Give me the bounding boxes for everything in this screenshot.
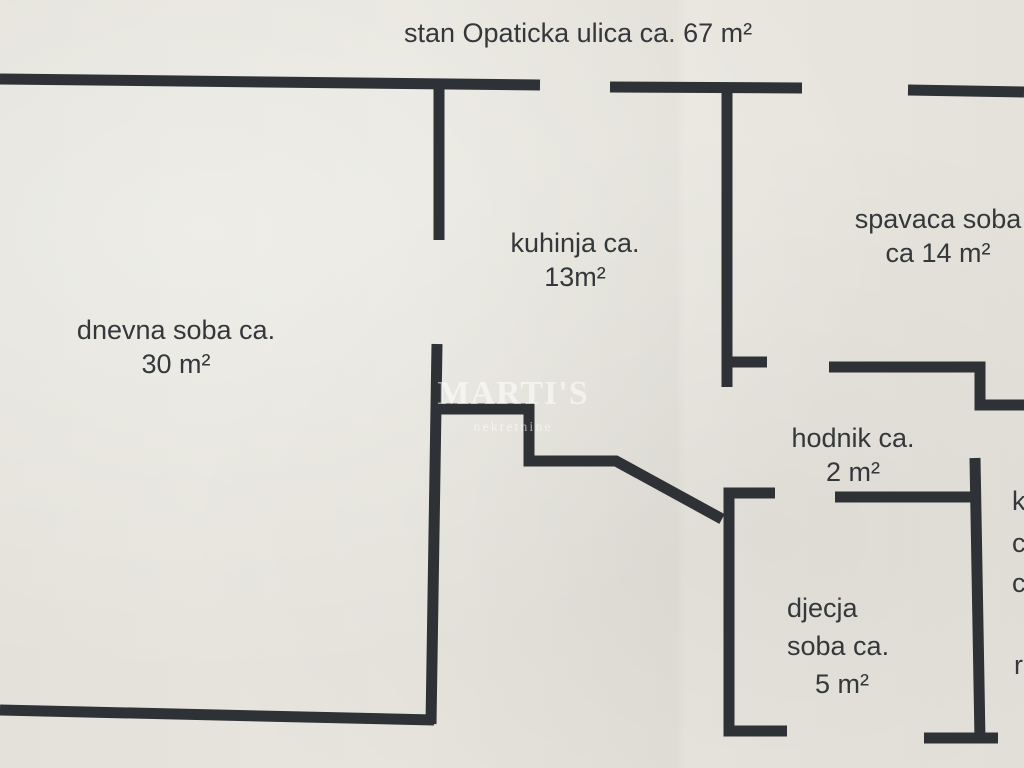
room-label-kids-room-area: 5 m² [815, 669, 869, 699]
room-label-kitchen-area: 13m² [544, 262, 606, 292]
room-label-living: dnevna soba ca. 30 m² [44, 313, 308, 381]
room-label-hallway-area: 2 m² [826, 457, 880, 487]
wall-top-middle [609, 81, 803, 94]
room-label-hallway: hodnik ca. 2 m² [768, 421, 938, 489]
room-label-kids-room: djecja soba ca. 5 m² [787, 589, 937, 703]
cut-off-label-c1: c [1012, 528, 1024, 558]
watermark-brand: MARTI'S [437, 375, 589, 412]
wall-kids-room-left [723, 487, 787, 737]
wall-kitchen-step [437, 403, 725, 524]
wall-kids-room-right [969, 457, 986, 741]
cut-off-label-k: k [1012, 486, 1024, 516]
room-label-kids-room-line2: soba ca. [787, 631, 890, 661]
wall-top-right [907, 84, 1024, 98]
cut-off-label-r: r [1014, 650, 1023, 680]
wall-living-kitchen-lower [425, 343, 443, 725]
wall-bottom-living [0, 704, 435, 726]
room-label-bedroom-area: ca 14 m² [885, 238, 991, 268]
wall-bedroom-bottom [829, 361, 1024, 411]
room-label-bedroom-name: spavaca soba [854, 204, 1022, 234]
room-label-kids-room-line1: djecja [787, 593, 858, 623]
room-label-bedroom: spavaca soba ca 14 m² [806, 202, 1024, 270]
room-label-living-name: dnevna soba ca. [76, 315, 276, 345]
plan-title: stan Opaticka ulica ca. 67 m² [404, 18, 753, 48]
room-label-living-area: 30 m² [141, 349, 211, 379]
cut-off-label-c2: c [1012, 568, 1024, 598]
wall-top-left [0, 73, 541, 91]
room-label-kitchen-name: kuhinja ca. [510, 228, 640, 258]
room-label-kitchen: kuhinja ca. 13m² [490, 226, 660, 294]
watermark-subtitle: nekretnine [473, 420, 553, 435]
room-label-hallway-name: hodnik ca. [791, 423, 915, 453]
